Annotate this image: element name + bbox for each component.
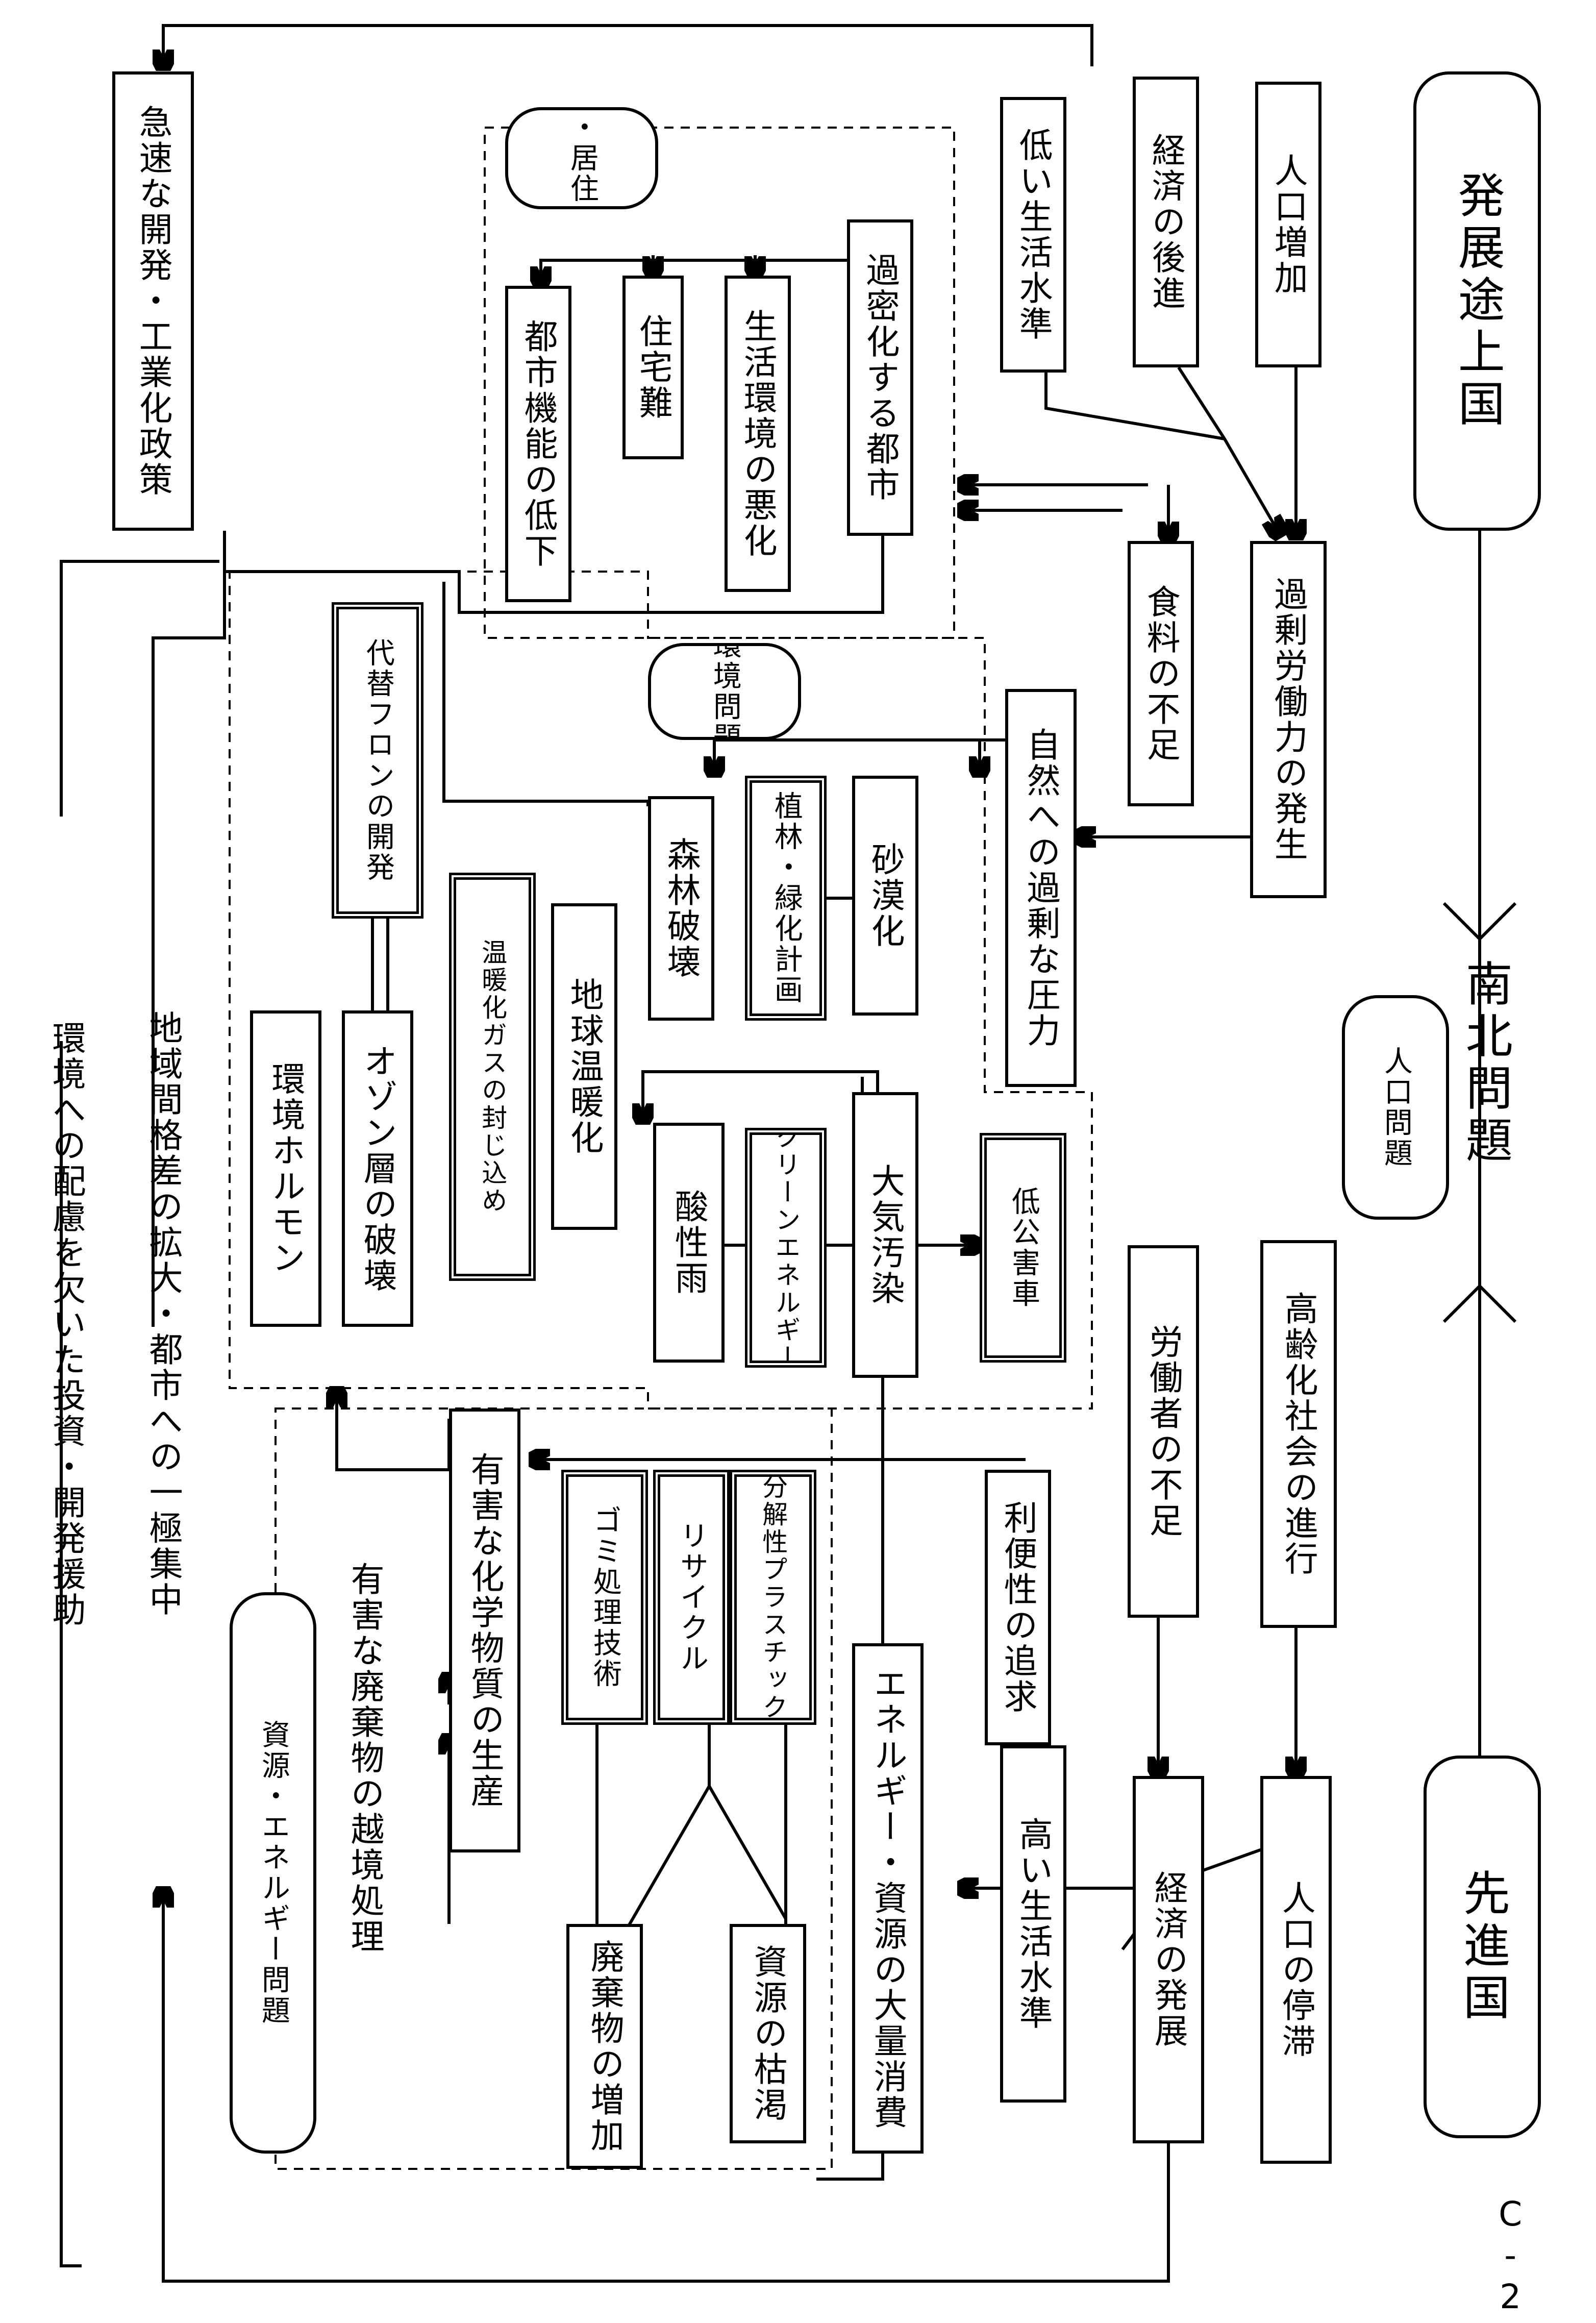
recycle-box: リサイクル xyxy=(653,1470,730,1725)
rapid-dev-box: 急速な開発・工業化政策 xyxy=(112,71,194,531)
biodeg-box: 分解性プラスチック xyxy=(730,1470,816,1725)
depletion-box: 資源の枯渇 xyxy=(730,1924,806,2143)
function-down-box: 都市機能の低下 xyxy=(505,286,571,602)
resource-title: 資源・エネルギー問題 xyxy=(230,1592,316,2154)
forest-box: 森林破壊 xyxy=(648,796,714,1021)
garbage-tech-box: ゴミ処理技術 xyxy=(561,1470,648,1725)
env-worse-box: 生活環境の悪化 xyxy=(725,276,791,592)
north-south-title: 南北問題 xyxy=(1458,959,1513,1168)
food-shortage-box: 食料の不足 xyxy=(1128,541,1194,806)
convenience-box: 利便性の追求 xyxy=(985,1470,1051,1745)
low-living-box: 低い生活水準 xyxy=(1000,97,1066,373)
pop-stagnant-box: 人口の停滞 xyxy=(1260,1776,1332,2164)
overpop-box: 過剰労働力の発生 xyxy=(1250,541,1327,898)
ozone-box: オゾン層の破壊 xyxy=(342,1010,413,1327)
labor-short-box: 労働者の不足 xyxy=(1128,1245,1199,1618)
high-living-box: 高い生活水準 xyxy=(1000,1745,1066,2103)
harmful-waste-text: 有害な廃棄物の越境処理 xyxy=(345,1562,385,1955)
waste-inc-box: 廃棄物の増加 xyxy=(566,1924,643,2169)
urban-title: 都市・居住問題 xyxy=(505,107,658,209)
mass-consume-box: エネルギー・資源の大量消費 xyxy=(852,1643,924,2154)
env-hormone-box: 環境ホルモン xyxy=(250,1010,321,1327)
harmful-box: 有害な化学物質の生産 xyxy=(449,1408,520,1852)
warming-box: 地球温暖化 xyxy=(551,903,617,1230)
clean-energy-box: クリーンエネルギー xyxy=(745,1128,827,1368)
gap-text: 地域間格差の拡大・都市への一極集中 xyxy=(143,1010,183,1618)
greenhouse-box: 温暖化ガスの封じ込め xyxy=(449,873,536,1281)
alt-cfc-box: 代替フロンの開発 xyxy=(332,602,423,919)
page-id: C-2 xyxy=(1490,2194,1530,2318)
investment-text: 環境への配慮を欠いた投資・開発援助 xyxy=(46,1021,86,1628)
developing-country-label: 発展途上国 xyxy=(1450,171,1505,431)
nature-pressure-box: 自然への過剰な圧力 xyxy=(1005,689,1077,1087)
plant-box: 植林・緑化計画 xyxy=(745,776,827,1021)
pop-increase-box: 人口増加 xyxy=(1255,82,1321,367)
air-box: 大気汚染 xyxy=(852,1092,918,1378)
developed-country-label: 先進国 xyxy=(1455,1869,1510,2025)
population-title: 人口問題 xyxy=(1342,995,1449,1220)
housing-box: 住宅難 xyxy=(622,276,684,459)
econ-lag-box: 経済の後進 xyxy=(1133,77,1199,367)
env-title: 環境問題 xyxy=(648,643,801,740)
overcrowded-box: 過密化する都市 xyxy=(847,219,913,536)
developing-country-header: 発展途上国 xyxy=(1413,71,1541,531)
econ-dev-box: 経済の発展 xyxy=(1133,1776,1204,2143)
acid-rain-box: 酸性雨 xyxy=(653,1123,725,1363)
lowpollution-car-box: 低公害車 xyxy=(980,1133,1066,1363)
desert-box: 砂漠化 xyxy=(852,776,918,1016)
aging-box: 高齢化社会の進行 xyxy=(1260,1240,1337,1628)
developed-country-header: 先進国 xyxy=(1424,1756,1541,2138)
